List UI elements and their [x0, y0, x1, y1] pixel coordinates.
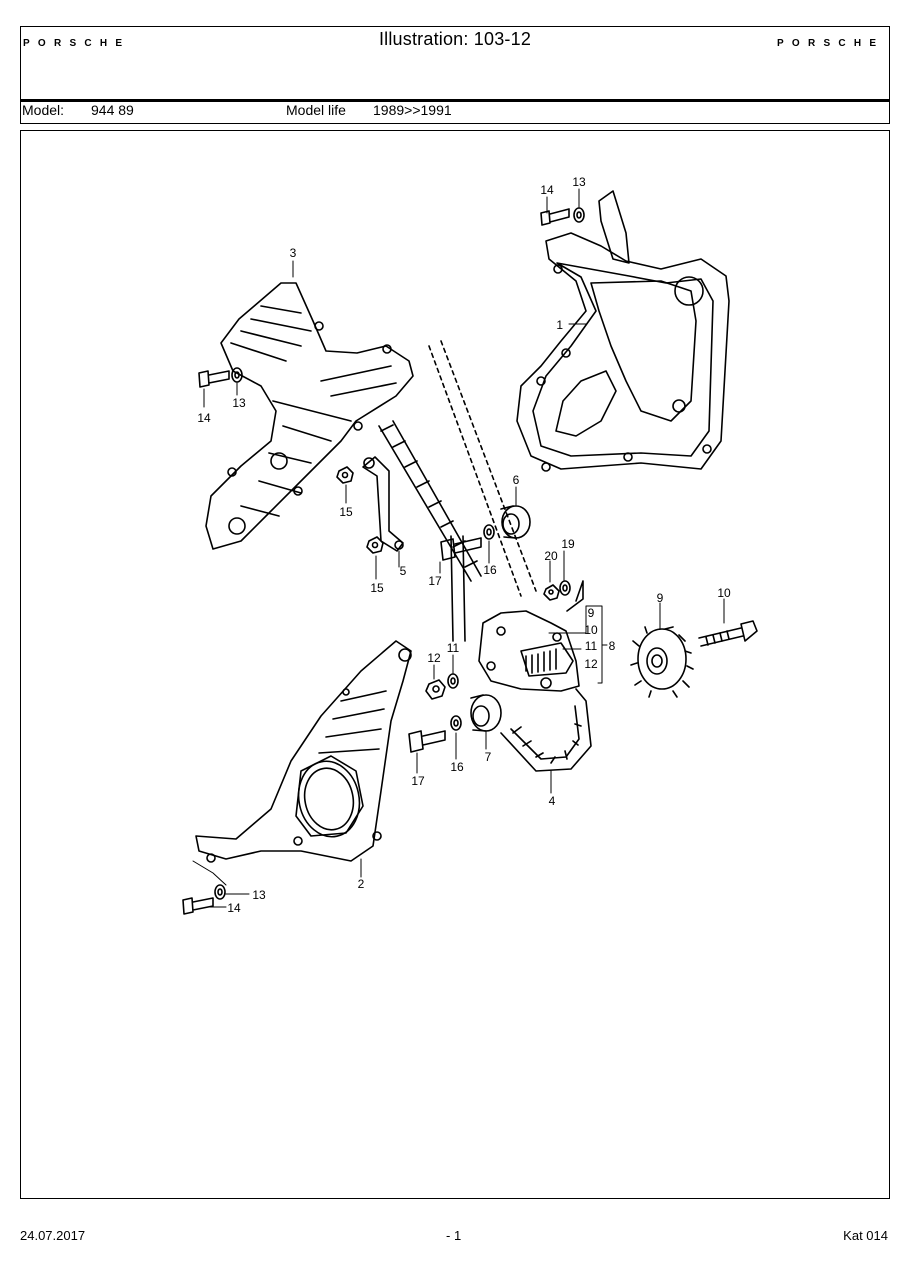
callout-10: 10 [584, 623, 598, 637]
part-8-tensioner-assembly [478, 580, 584, 692]
callout-16: 16 [450, 760, 464, 774]
model-value: 944 89 [91, 102, 134, 118]
callout-17: 17 [428, 574, 442, 588]
part-3-upper-front-cover [205, 282, 414, 550]
callout-15: 15 [339, 505, 353, 519]
callout-13: 13 [252, 888, 266, 902]
porsche-logo-icon: PORSCHE [23, 38, 125, 47]
callout-13: 13 [232, 396, 246, 410]
header-box: PORSCHE Illustration: 103-12 PORSCHE Mod… [20, 26, 890, 124]
part-9-sprocket [630, 626, 694, 698]
porsche-logo-icon: PORSCHE [777, 38, 879, 47]
callout-5: 5 [400, 564, 407, 578]
callout-10: 10 [717, 586, 731, 600]
callout-11: 11 [447, 641, 460, 655]
footer-date: 24.07.2017 [20, 1228, 86, 1243]
callout-12: 12 [584, 657, 598, 671]
model-life-label: Model life [286, 102, 346, 118]
part-15-nuts [336, 466, 384, 554]
part-6-roller [500, 505, 531, 539]
illustration-box: 3 1 14 13 14 13 15 15 5 6 17 16 20 19 9 … [20, 130, 890, 1199]
callout-19: 19 [561, 537, 575, 551]
callout-1: 1 [556, 318, 563, 332]
callout-9: 9 [588, 606, 595, 620]
callout-16: 16 [483, 563, 497, 577]
callout-15: 15 [370, 581, 384, 595]
part-14-bolts [182, 208, 570, 915]
callout-13: 13 [572, 175, 586, 189]
callout-leader-lines [192, 188, 725, 908]
callout-4: 4 [549, 794, 556, 808]
svg-text:PORSCHE: PORSCHE [777, 38, 879, 47]
callout-9: 9 [657, 591, 664, 605]
part-5-bracket [362, 456, 404, 552]
callout-17: 17 [411, 774, 425, 788]
part-10-bolt [698, 620, 758, 647]
callout-14: 14 [197, 411, 211, 425]
exploded-parts-diagram: 3 1 14 13 14 13 15 15 5 6 17 16 20 19 9 … [182, 175, 758, 915]
model-life-value: 1989>>1991 [373, 102, 452, 118]
callout-2: 2 [358, 877, 365, 891]
header-divider [21, 99, 889, 102]
part-1-upper-rear-cover [516, 190, 730, 472]
callout-12: 12 [427, 651, 441, 665]
part-2-lower-cover [195, 640, 412, 863]
callout-14: 14 [540, 183, 554, 197]
footer-page-number: - 1 [446, 1228, 462, 1243]
callout-20: 20 [544, 549, 558, 563]
part-13-washers [214, 207, 585, 900]
small-hardware [408, 524, 571, 753]
callout-3: 3 [290, 246, 297, 260]
callout-11: 11 [585, 639, 598, 653]
callout-numbers: 3 1 14 13 14 13 15 15 5 6 17 16 20 19 9 … [197, 175, 731, 915]
footer-catalog: Kat 014 [843, 1228, 888, 1243]
callout-14: 14 [227, 901, 241, 915]
model-label: Model: [22, 102, 65, 118]
callout-8: 8 [609, 639, 616, 653]
part-4-timing-belt [378, 340, 592, 772]
callout-6: 6 [513, 473, 520, 487]
svg-text:PORSCHE: PORSCHE [23, 38, 125, 47]
part-7-roller [470, 694, 502, 732]
page-title: Illustration: 103-12 [378, 29, 532, 49]
callout-7: 7 [485, 750, 492, 764]
